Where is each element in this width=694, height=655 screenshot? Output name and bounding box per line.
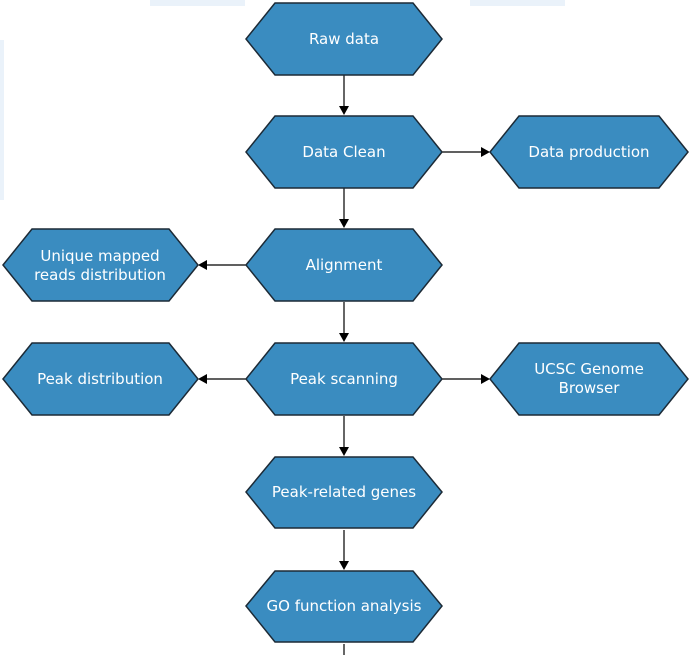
node-label: Alignment [306, 256, 383, 274]
node-peak-related-genes: Peak-related genes [245, 456, 443, 529]
hexagon-shape [489, 115, 689, 189]
node-label: Peak scanning [290, 370, 398, 388]
node-label: UCSC Genome [534, 360, 644, 378]
arrowhead [198, 260, 207, 270]
node-label: Data Clean [302, 143, 385, 161]
node-peak-scanning: Peak scanning [245, 342, 443, 416]
background-decoration [470, 0, 565, 6]
node-raw-data: Raw data [245, 2, 443, 76]
node-label: Unique mapped [40, 247, 159, 265]
hexagon-shape [245, 228, 443, 302]
node-label-line2: Browser [559, 379, 621, 397]
node-data-production: Data production [489, 115, 689, 189]
hexagon-shape [245, 2, 443, 76]
arrowhead [198, 374, 207, 384]
connectors [198, 72, 490, 655]
hexagon-shape [489, 342, 689, 416]
node-label: Peak distribution [37, 370, 163, 388]
node-unique-mapped: Unique mapped reads distribution [2, 228, 199, 302]
hexagon-shape [2, 228, 199, 302]
arrowhead [339, 106, 349, 115]
hexagon-shape [245, 456, 443, 529]
hexagon-shape [245, 115, 443, 189]
node-label: Peak-related genes [272, 483, 416, 501]
node-alignment: Alignment [245, 228, 443, 302]
arrowhead [339, 447, 349, 456]
node-data-clean: Data Clean [245, 115, 443, 189]
hexagon-shape [245, 570, 443, 643]
arrowhead [339, 333, 349, 342]
arrowhead [481, 374, 490, 384]
node-label: Raw data [309, 30, 379, 48]
hexagon-shape [2, 342, 199, 416]
background-decoration [150, 0, 245, 6]
node-label: GO function analysis [267, 597, 422, 615]
node-label-line2: reads distribution [34, 266, 166, 284]
arrowhead [339, 219, 349, 228]
background-decoration [0, 40, 4, 200]
arrowhead [481, 147, 490, 157]
arrowhead [339, 561, 349, 570]
node-label: Data production [528, 143, 649, 161]
node-ucsc-browser: UCSC Genome Browser [489, 342, 689, 416]
node-peak-distribution: Peak distribution [2, 342, 199, 416]
node-go-function: GO function analysis [245, 570, 443, 643]
hexagon-shape [245, 342, 443, 416]
